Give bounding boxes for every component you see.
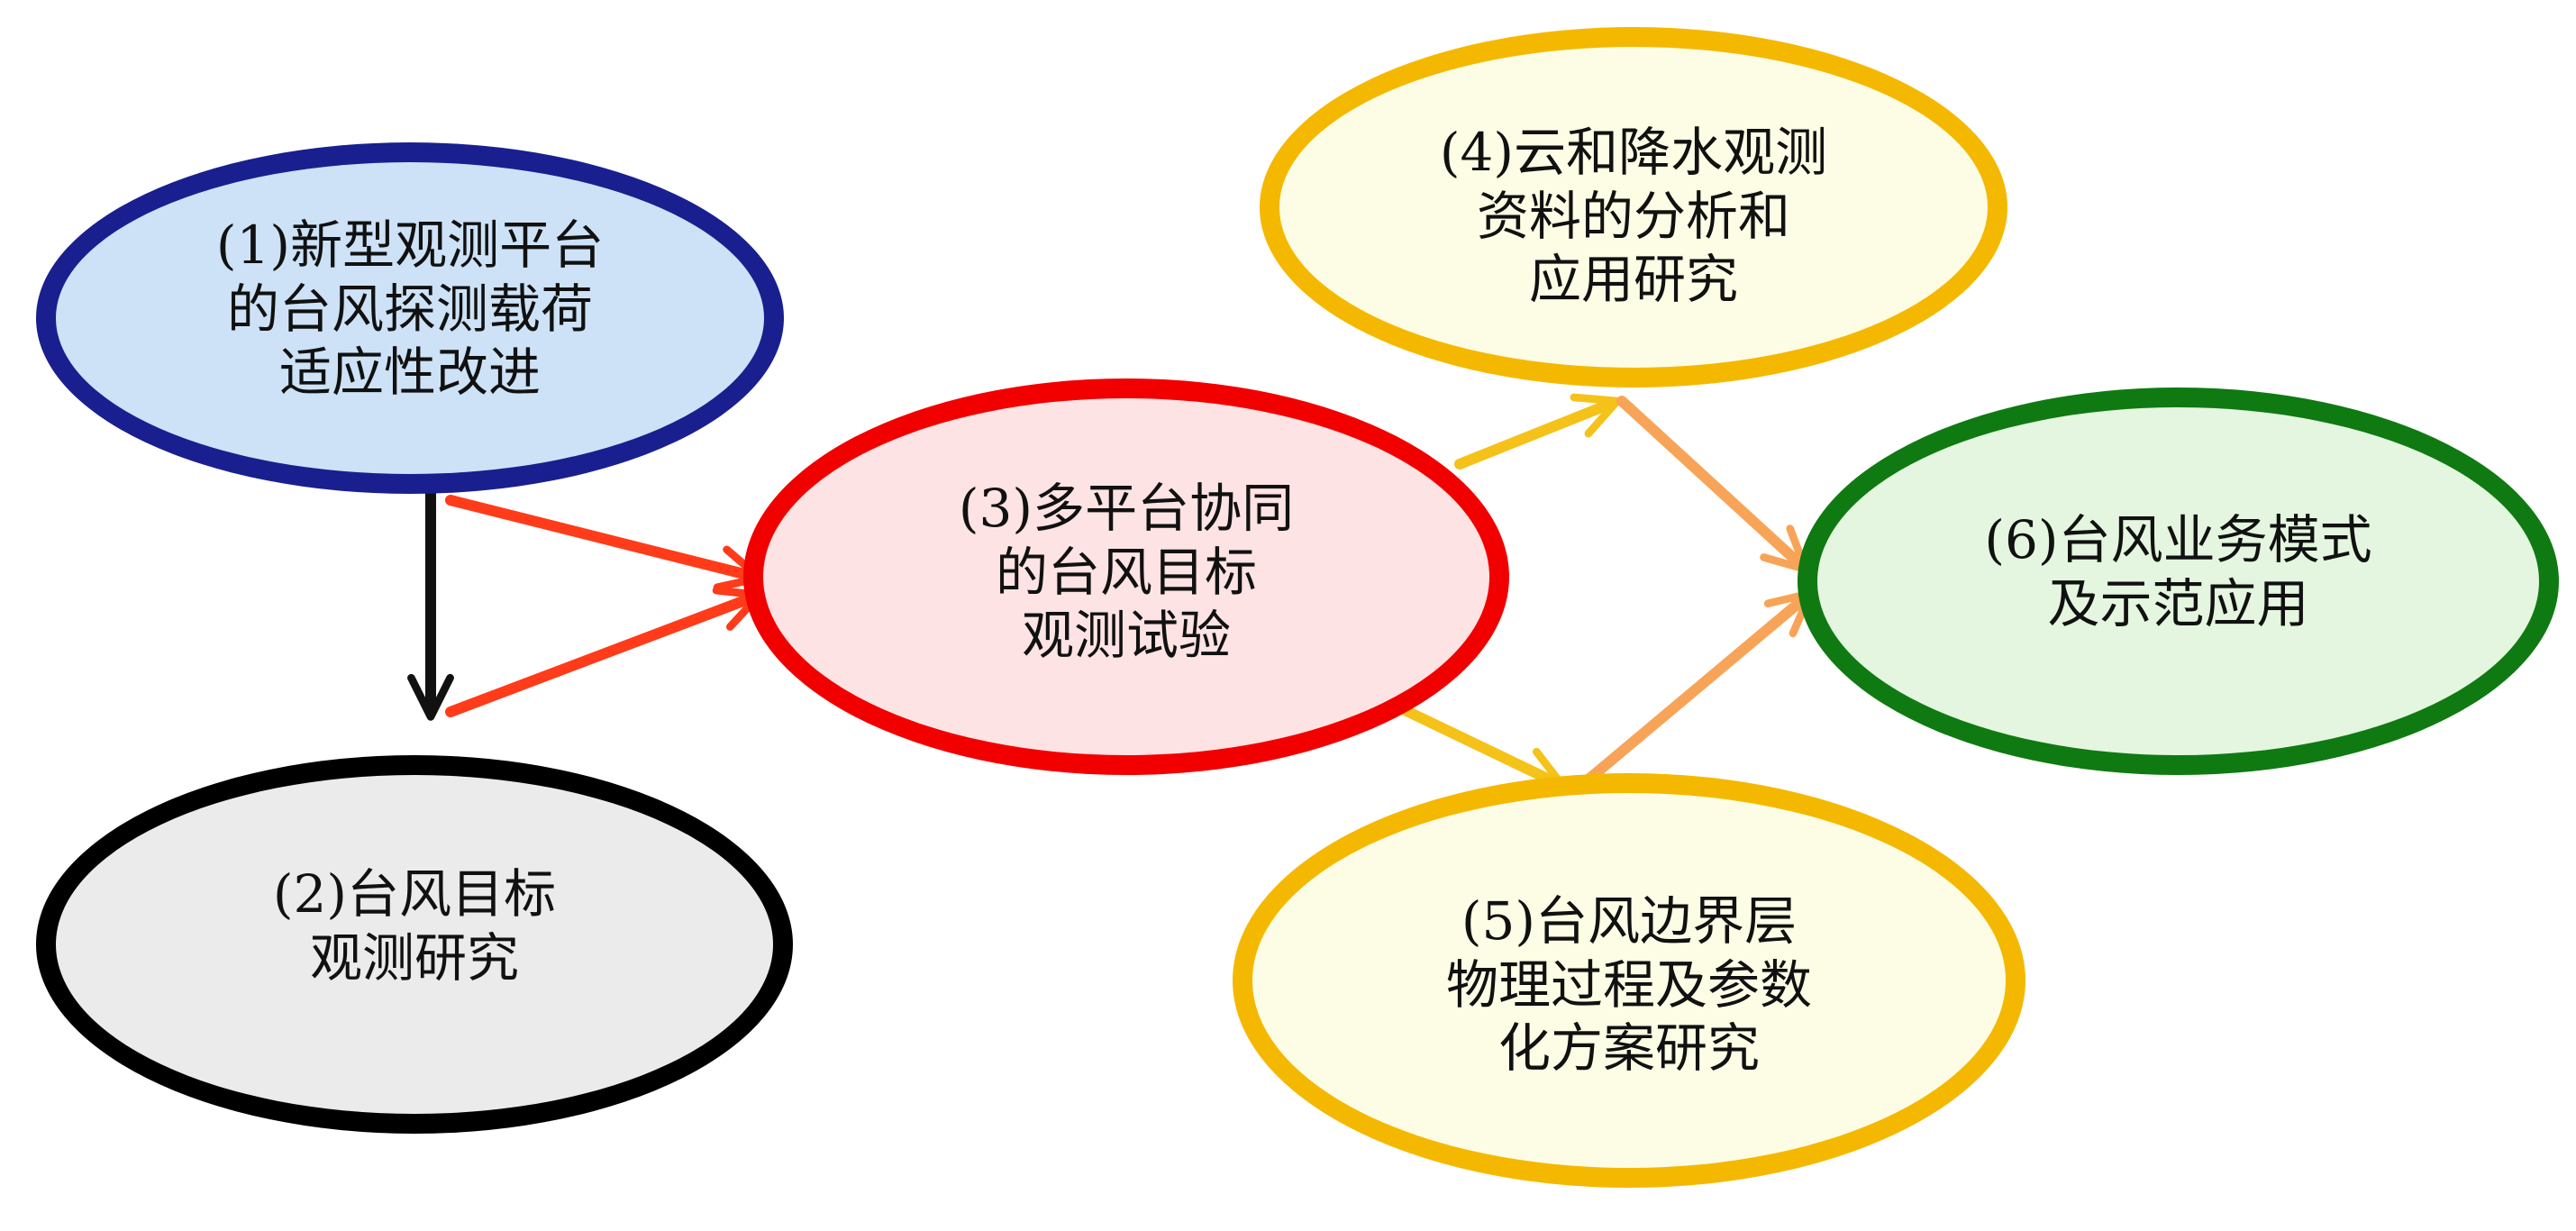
arrow-3-to-5 (1396, 703, 1568, 791)
node-4-line-2: 资料的分析和 (1476, 185, 1790, 247)
node-3-line-3: 观测试验 (1021, 605, 1231, 667)
node-operational-model-application: (6)台风业务模式 及示范应用 (1798, 388, 2559, 775)
node-3-line-2: 的台风目标 (995, 541, 1257, 603)
node-boundary-layer-parameterization: (5)台风边界层 物理过程及参数 化方案研究 (1233, 773, 2025, 1188)
node-4-line-1: (4)云和降水观测 (1439, 121, 1828, 183)
arrow-2-to-3 (445, 586, 764, 717)
node-5-line-2: 物理过程及参数 (1445, 953, 1812, 1016)
node-payload-adaptation: (1)新型观测平台 的台风探测载荷 适应性改进 (36, 142, 784, 494)
node-6-line-2: 及示范应用 (2047, 573, 2309, 634)
node-targeted-observation-research: (2)台风目标 观测研究 (36, 755, 793, 1134)
node-2-line-2: 观测研究 (309, 927, 519, 989)
node-2-line-1: (2)台风目标 (272, 863, 557, 926)
node-4-line-3: 应用研究 (1528, 249, 1738, 311)
arrow-5-to-6 (1567, 589, 1815, 798)
arrow-3-to-4 (1454, 393, 1622, 470)
arrow-1-to-3 (445, 495, 764, 592)
node-5-line-1: (5)台风边界层 (1461, 889, 1798, 952)
node-5-line-3: 化方案研究 (1497, 1017, 1760, 1080)
node-multi-platform-experiment: (3)多平台协同 的台风目标 观测试验 (743, 378, 1509, 775)
node-cloud-precipitation-analysis: (4)云和降水观测 资料的分析和 应用研究 (1260, 27, 2007, 388)
node-1-line-1: (1)新型观测平台 (215, 214, 605, 276)
node-3-line-1: (3)多平台协同 (958, 477, 1295, 539)
node-6-line-1: (6)台风业务模式 (1984, 509, 2372, 571)
arrow-4-to-6 (1616, 396, 1810, 573)
node-1-line-3: 适应性改进 (278, 342, 541, 404)
node-1-line-2: 的台风探测载荷 (226, 278, 593, 340)
